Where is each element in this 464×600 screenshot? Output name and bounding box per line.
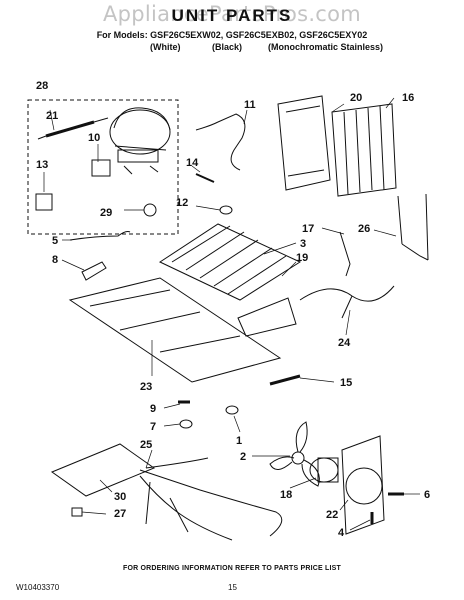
base-pan-drawing xyxy=(68,277,282,383)
callout-8: 8 xyxy=(52,254,58,266)
callout-22: 22 xyxy=(326,509,338,521)
fan-motor-drawing xyxy=(309,457,339,483)
sensor-wire-drawing xyxy=(339,231,351,277)
overload-drawing xyxy=(35,193,53,211)
callout-19: 19 xyxy=(296,252,308,264)
callout-27: 27 xyxy=(114,508,126,520)
compressor-drawing xyxy=(109,107,171,175)
callout-26: 26 xyxy=(358,223,370,235)
callout-25: 25 xyxy=(140,439,152,451)
callout-28: 28 xyxy=(36,80,48,92)
callout-5: 5 xyxy=(52,235,58,247)
callout-21: 21 xyxy=(46,110,58,122)
drain-trough-drawing xyxy=(237,297,297,337)
variant-white: (White) xyxy=(150,42,181,52)
document-id: W10403370 xyxy=(16,583,60,592)
wire-5-drawing xyxy=(69,231,131,241)
grommet-7-drawing xyxy=(179,419,193,429)
callout-13: 13 xyxy=(36,159,48,171)
watermark: AppliancePartsPros.com xyxy=(102,2,362,26)
callout-7: 7 xyxy=(150,421,156,433)
callout-20: 20 xyxy=(350,92,362,104)
callout-12: 12 xyxy=(176,197,188,209)
screw-drawing xyxy=(269,374,301,386)
insulation-drawing xyxy=(50,443,156,497)
callout-24: 24 xyxy=(338,337,351,349)
callout-1: 1 xyxy=(236,435,242,447)
compressor-group-box xyxy=(27,99,179,235)
condenser-coil-drawing xyxy=(331,103,397,197)
tube-drawing xyxy=(195,113,246,171)
page-title: UNIT PARTS xyxy=(171,6,293,25)
callout-18: 18 xyxy=(280,489,292,501)
callout-15: 15 xyxy=(340,377,352,389)
evaporator-drawing xyxy=(158,223,302,301)
callout-29: 29 xyxy=(100,207,112,219)
nut-drawing xyxy=(225,405,239,415)
callout-2: 2 xyxy=(240,451,246,463)
tube-8-drawing xyxy=(81,261,107,281)
callout-4: 4 xyxy=(338,527,345,539)
filter-drier-drawing xyxy=(37,117,109,140)
callout-3: 3 xyxy=(300,238,306,250)
condenser-shroud-drawing xyxy=(277,95,331,191)
callout-16: 16 xyxy=(402,92,414,104)
callout-14: 14 xyxy=(186,157,199,169)
tubing-drawing xyxy=(397,193,429,261)
grommet-drawing xyxy=(143,203,157,217)
ordering-note: FOR ORDERING INFORMATION REFER TO PARTS … xyxy=(122,565,342,572)
leader-lines xyxy=(43,97,420,531)
models-line: For Models: GSF26C5EXW02, GSF26C5EXB02, … xyxy=(96,30,368,40)
clip-drawing xyxy=(219,205,233,215)
callout-17: 17 xyxy=(302,223,314,235)
callout-labels: 28 21 10 13 29 11 20 16 14 12 3 19 17 26… xyxy=(36,80,430,539)
fan-blade-drawing xyxy=(269,421,320,487)
relay-drawing xyxy=(91,159,111,177)
fan-shroud-drawing xyxy=(341,435,385,535)
callout-6: 6 xyxy=(424,489,430,501)
callout-30: 30 xyxy=(114,491,126,503)
clip-27-drawing xyxy=(71,507,83,517)
page-number: 15 xyxy=(228,583,237,592)
variant-black: (Black) xyxy=(212,42,243,52)
callout-10: 10 xyxy=(88,132,100,144)
harness-24-drawing xyxy=(299,285,395,319)
variant-stainless: (Monochromatic Stainless) xyxy=(268,42,384,52)
wiring-harness-drawing xyxy=(139,457,283,541)
callout-9: 9 xyxy=(150,403,156,415)
callout-11: 11 xyxy=(244,99,256,111)
tube-14-drawing xyxy=(195,173,215,183)
callout-23: 23 xyxy=(140,381,152,393)
